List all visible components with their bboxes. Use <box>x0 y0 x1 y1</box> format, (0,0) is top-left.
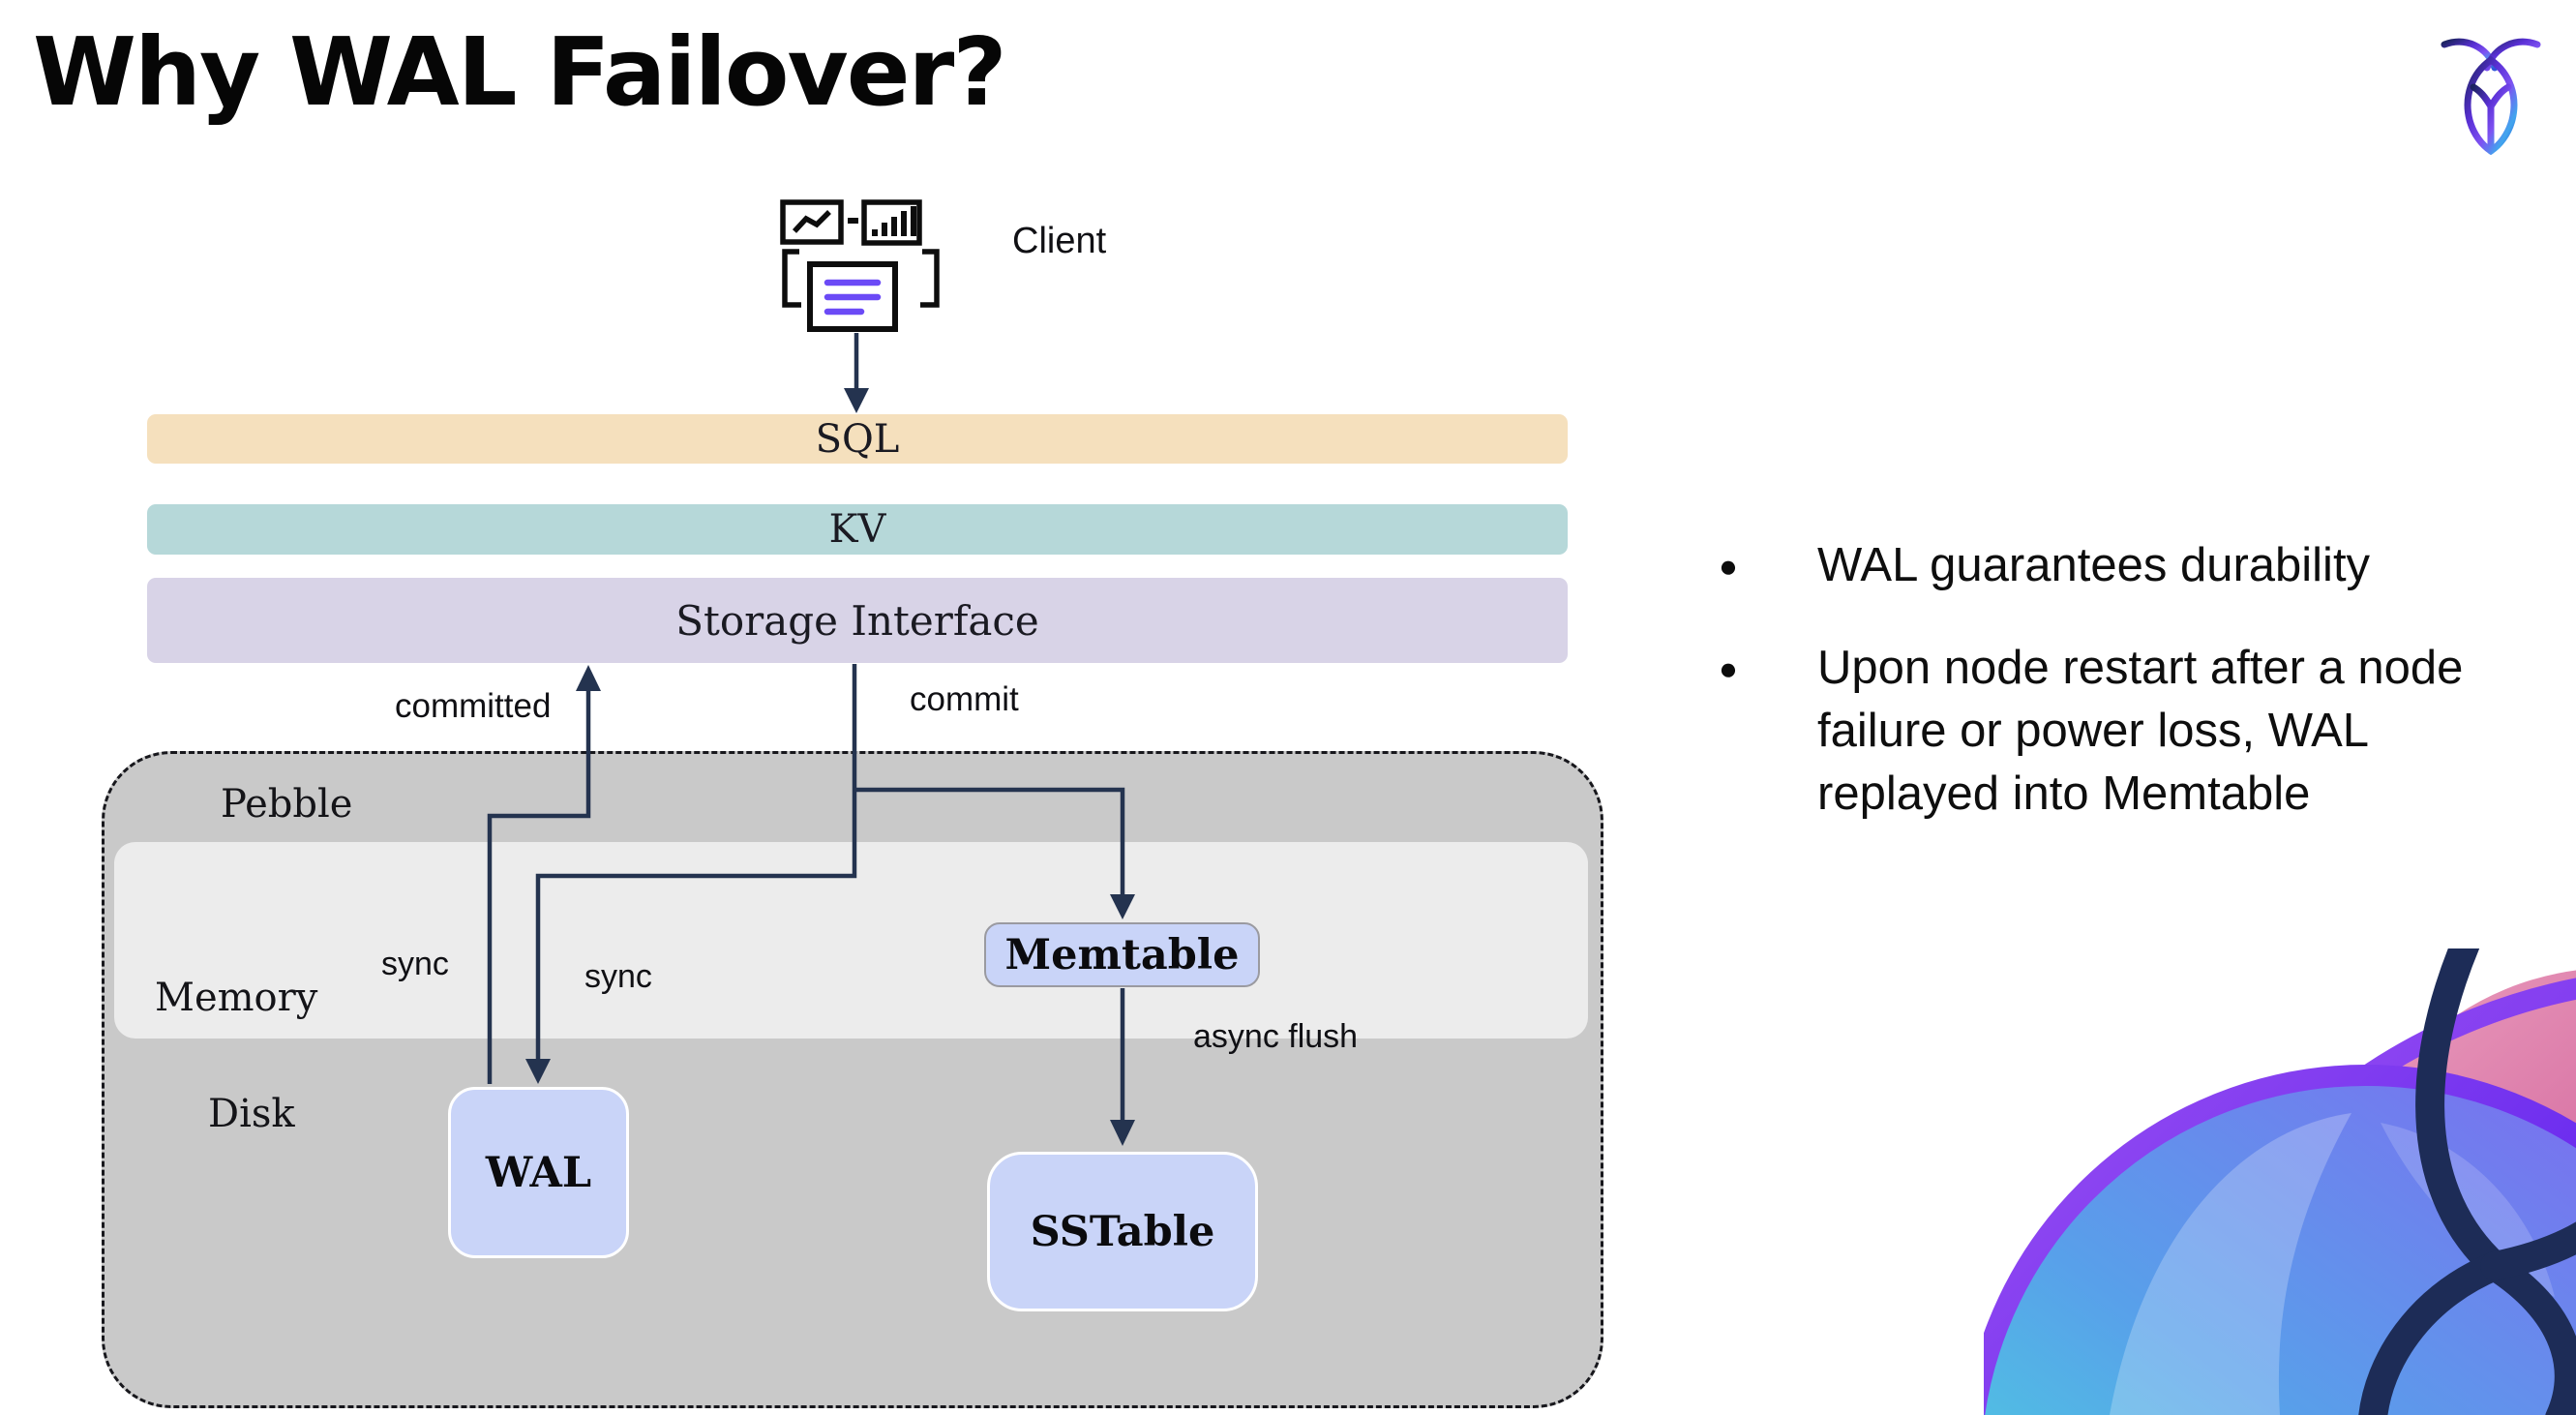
node-wal-label: WAL <box>485 1148 592 1197</box>
bullet-item: ● Upon node restart after a node failure… <box>1713 637 2508 826</box>
bullet-text: WAL guarantees durability <box>1817 539 2371 591</box>
node-sstable: SSTable <box>987 1152 1258 1311</box>
client-terminal-icon <box>780 199 940 332</box>
client-document-lines <box>824 279 882 316</box>
client-label: Client <box>1012 221 1107 261</box>
bullet-dot-icon: ● <box>1719 548 1738 584</box>
client-line-chart-glyph <box>792 210 831 233</box>
node-memtable: Memtable <box>984 922 1260 987</box>
edge-label-async-flush: async flush <box>1193 1018 1359 1055</box>
corner-navy-veins <box>2358 948 2576 1415</box>
bullet-item: ● WAL guarantees durability <box>1713 534 2508 598</box>
edge-label-sync-left: sync <box>381 946 449 982</box>
node-sstable-label: SSTable <box>1030 1207 1215 1256</box>
layer-bar-storage-interface: Storage Interface <box>147 578 1568 663</box>
layer-label-sql: SQL <box>815 416 900 462</box>
client-bracket-left <box>782 249 801 308</box>
cockroachdb-logo-icon <box>2441 38 2541 156</box>
edge-label-sync-right: sync <box>584 958 652 995</box>
layer-bar-kv: KV <box>147 504 1568 555</box>
disk-label: Disk <box>208 1092 295 1136</box>
layer-bar-sql: SQL <box>147 414 1568 464</box>
layer-label-kv: KV <box>828 507 886 552</box>
edge-label-committed: committed <box>395 687 552 725</box>
page-title: Why WAL Failover? <box>33 17 1007 127</box>
bullet-list: ● WAL guarantees durability ● Upon node … <box>1713 534 2508 826</box>
node-wal: WAL <box>448 1087 629 1258</box>
client-bar-chart-glyph <box>872 206 916 236</box>
bullet-text: Upon node restart after a node failure o… <box>1817 642 2464 820</box>
client-bracket-right <box>920 249 940 308</box>
decorative-corner-graphic-icon <box>1984 948 2576 1415</box>
client-chart-window <box>780 199 844 245</box>
logo-veins <box>2470 83 2512 155</box>
arrowhead-committed-up <box>576 665 601 691</box>
corner-leaf-highlight-left <box>2110 1113 2351 1415</box>
edge-label-commit: commit <box>910 680 1019 718</box>
bullet-dot-icon: ● <box>1719 650 1738 686</box>
layer-label-storage-interface: Storage Interface <box>675 596 1039 645</box>
memory-label: Memory <box>155 976 318 1020</box>
pebble-label: Pebble <box>221 782 353 827</box>
memory-band <box>114 842 1588 1039</box>
corner-blue-rim <box>1984 1065 2576 1415</box>
arrowhead-client-to-sql <box>844 388 869 413</box>
node-memtable-label: Memtable <box>1004 930 1240 979</box>
